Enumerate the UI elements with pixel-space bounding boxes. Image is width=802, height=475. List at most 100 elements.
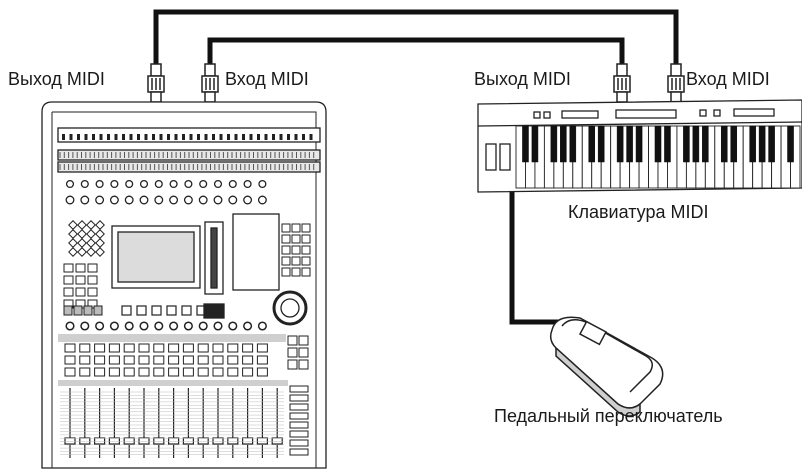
channel-knob [200, 181, 207, 188]
black-key [702, 126, 708, 162]
channel-button [124, 368, 134, 376]
input-jack [287, 134, 290, 140]
channel-knob [96, 322, 104, 330]
channel-button [154, 344, 164, 352]
fader-knob [65, 438, 75, 444]
channel-knob [244, 181, 251, 188]
panel-button [64, 276, 73, 284]
panel-button [292, 257, 300, 265]
mixer-midi-in-connector [202, 64, 218, 102]
black-key [769, 126, 775, 162]
input-jack [175, 134, 178, 140]
black-key [589, 126, 595, 162]
channel-knob [81, 196, 89, 204]
channel-button [228, 368, 238, 376]
panel-button [64, 264, 73, 272]
channel-button [243, 344, 253, 352]
panel-button [84, 306, 92, 315]
channel-button [169, 356, 179, 364]
foot-pedal [551, 317, 663, 416]
fader-knob [243, 438, 253, 444]
panel-button [299, 348, 308, 357]
channel-button [213, 368, 223, 376]
channel-knob [215, 181, 222, 188]
input-jack [62, 134, 65, 140]
channel-knob [125, 322, 133, 330]
channel-knob [140, 196, 148, 204]
channel-knob [125, 196, 133, 204]
panel-button [282, 224, 290, 232]
channel-knob [259, 196, 267, 204]
input-jack [182, 134, 185, 140]
black-key [636, 126, 642, 162]
keyboard-caption: Клавиатура MIDI [568, 203, 709, 221]
input-jack [115, 134, 118, 140]
input-jack [272, 134, 275, 140]
keyboard-midi-out-label: Выход MIDI [474, 70, 571, 88]
panel-button [282, 257, 290, 265]
black-key [598, 126, 604, 162]
fader-knob [183, 438, 193, 444]
channel-button [95, 368, 105, 376]
channel-knob [214, 196, 222, 204]
channel-knob [126, 181, 133, 188]
fader-knob [198, 438, 208, 444]
channel-button [228, 356, 238, 364]
channel-knob [111, 196, 119, 204]
input-jack [242, 134, 245, 140]
black-key [655, 126, 661, 162]
black-key [750, 126, 756, 162]
channel-button [80, 368, 90, 376]
select-button [182, 306, 191, 315]
channel-knob [111, 322, 119, 330]
input-jack [85, 134, 88, 140]
channel-button [154, 368, 164, 376]
fader-knob [272, 438, 282, 444]
channel-button [139, 344, 149, 352]
channel-button [124, 344, 134, 352]
input-jack [220, 134, 223, 140]
shade-band [58, 380, 288, 386]
channel-button [95, 356, 105, 364]
mixer-midi-out-connector [148, 64, 164, 102]
master-button [290, 449, 308, 455]
channel-knob [96, 196, 104, 204]
channel-knob [259, 322, 267, 330]
channel-button [109, 344, 119, 352]
channel-button [65, 368, 75, 376]
channel-knob [229, 181, 236, 188]
black-key [570, 126, 576, 162]
channel-knob [185, 181, 192, 188]
fader-knob [139, 438, 149, 444]
channel-button [65, 344, 75, 352]
input-jack [227, 134, 230, 140]
channel-button [65, 356, 75, 364]
shade-band [58, 334, 286, 342]
panel-button [292, 246, 300, 254]
channel-button [109, 356, 119, 364]
channel-knob [155, 196, 163, 204]
select-button [152, 306, 161, 315]
channel-button [228, 344, 238, 352]
panel-button [64, 288, 73, 296]
channel-knob [140, 322, 148, 330]
input-jack [250, 134, 253, 140]
input-jack [280, 134, 283, 140]
channel-knob [155, 181, 162, 188]
input-jack [77, 134, 80, 140]
channel-button [124, 356, 134, 364]
keyboard-midi-in-connector [668, 64, 684, 102]
channel-button [169, 368, 179, 376]
fader-knob [80, 438, 90, 444]
panel-button [299, 360, 308, 369]
input-jack [137, 134, 140, 140]
channel-button [95, 344, 105, 352]
channel-button [109, 368, 119, 376]
input-jack [235, 134, 238, 140]
channel-knob [170, 196, 178, 204]
panel-button [302, 257, 310, 265]
channel-knob [259, 181, 266, 188]
fader-knob [124, 438, 134, 444]
channel-button [198, 356, 208, 364]
